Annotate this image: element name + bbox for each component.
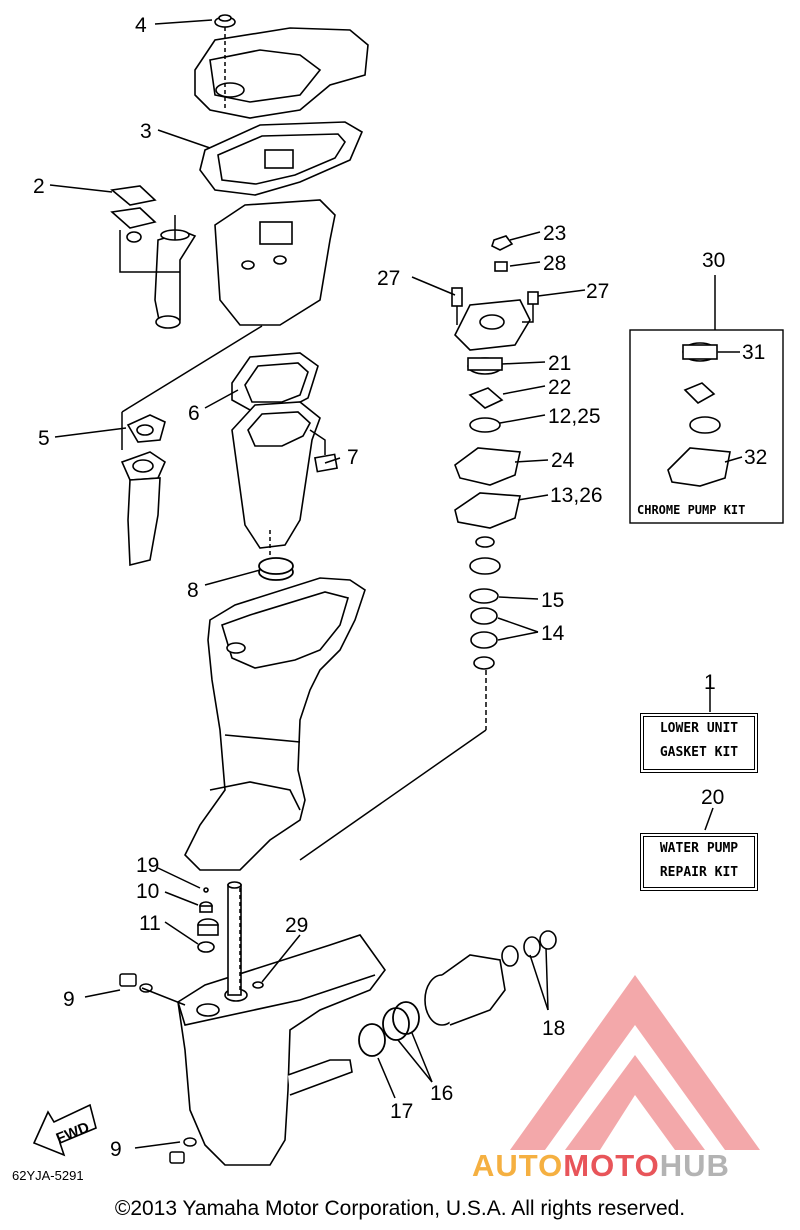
upper-casing [194, 14, 369, 119]
callout-13-26: 13,26 [550, 484, 603, 507]
callout-19: 19 [136, 854, 159, 877]
callout-17: 17 [390, 1100, 413, 1123]
callout-1: 1 [704, 671, 716, 694]
exhaust-pipe [110, 185, 197, 329]
chrome-pump-parts [667, 342, 731, 487]
callout-23: 23 [543, 222, 566, 245]
callout-12-25: 12,25 [548, 405, 601, 428]
chrome-pump-kit-label: CHROME PUMP KIT [637, 503, 746, 517]
small-parts-left [197, 887, 264, 989]
o-rings [358, 1001, 420, 1057]
watermark-hub: HUB [659, 1148, 730, 1183]
copyright-notice: ©2013 Yamaha Motor Corporation, U.S.A. A… [114, 1197, 686, 1220]
watermark-logo [510, 975, 760, 1150]
watermark-auto: AUTO [472, 1148, 564, 1183]
callout-4: 4 [135, 14, 147, 37]
casing-gasket [199, 121, 364, 196]
seal-ring [258, 557, 294, 581]
callout-27-left: 27 [377, 267, 400, 290]
callout-28: 28 [543, 252, 566, 275]
propshaft-housing [424, 930, 557, 1026]
callout-9-upper: 9 [63, 988, 75, 1011]
callout-31: 31 [742, 341, 765, 364]
lower-unit-gasket-kit-box: LOWER UNIT GASKET KIT [640, 713, 758, 773]
callout-21: 21 [548, 352, 571, 375]
lower-unit-kit-line2: GASKET KIT [659, 745, 739, 760]
callout-18: 18 [542, 1017, 565, 1040]
extension-case [231, 401, 338, 549]
callout-27-right: 27 [586, 280, 609, 303]
lower-unit-gearcase [177, 934, 386, 1166]
midsection-casing [184, 577, 366, 871]
callout-7: 7 [347, 446, 359, 469]
callout-2: 2 [33, 175, 45, 198]
callout-5: 5 [38, 427, 50, 450]
leader-lines [49, 19, 743, 1149]
callout-6: 6 [188, 402, 200, 425]
callout-8: 8 [187, 579, 199, 602]
water-pump-repair-kit-box: WATER PUMP REPAIR KIT [640, 833, 758, 891]
watermark-text: AUTOMOTOHUB [472, 1148, 730, 1184]
lower-unit-kit-line1: LOWER UNIT [659, 721, 739, 736]
oil-pan [214, 199, 336, 326]
callout-29: 29 [285, 914, 308, 937]
callout-30: 30 [702, 249, 725, 272]
fwd-arrow: FWD [32, 1103, 97, 1157]
water-pump-parts [451, 235, 539, 670]
driveshaft [227, 881, 242, 996]
callout-16: 16 [430, 1082, 453, 1105]
watermark-moto: MOTO [563, 1148, 660, 1183]
callout-20: 20 [701, 786, 724, 809]
callout-10: 10 [136, 880, 159, 903]
callout-24: 24 [551, 449, 575, 472]
callout-9-lower: 9 [110, 1138, 122, 1161]
water-pump-kit-line2: REPAIR KIT [659, 865, 739, 880]
callout-32: 32 [744, 446, 767, 469]
callout-14: 14 [541, 622, 565, 645]
upper-gasket [231, 352, 319, 411]
water-pump-kit-line1: WATER PUMP [659, 841, 739, 856]
callout-3: 3 [140, 120, 152, 143]
callout-11: 11 [139, 912, 161, 935]
diagram-part-number: 62YJA-5291 [12, 1168, 84, 1183]
chrome-pump-kit-frame [629, 329, 784, 524]
callout-22: 22 [548, 376, 571, 399]
callout-15: 15 [541, 589, 564, 612]
exhaust-guide [120, 414, 167, 567]
